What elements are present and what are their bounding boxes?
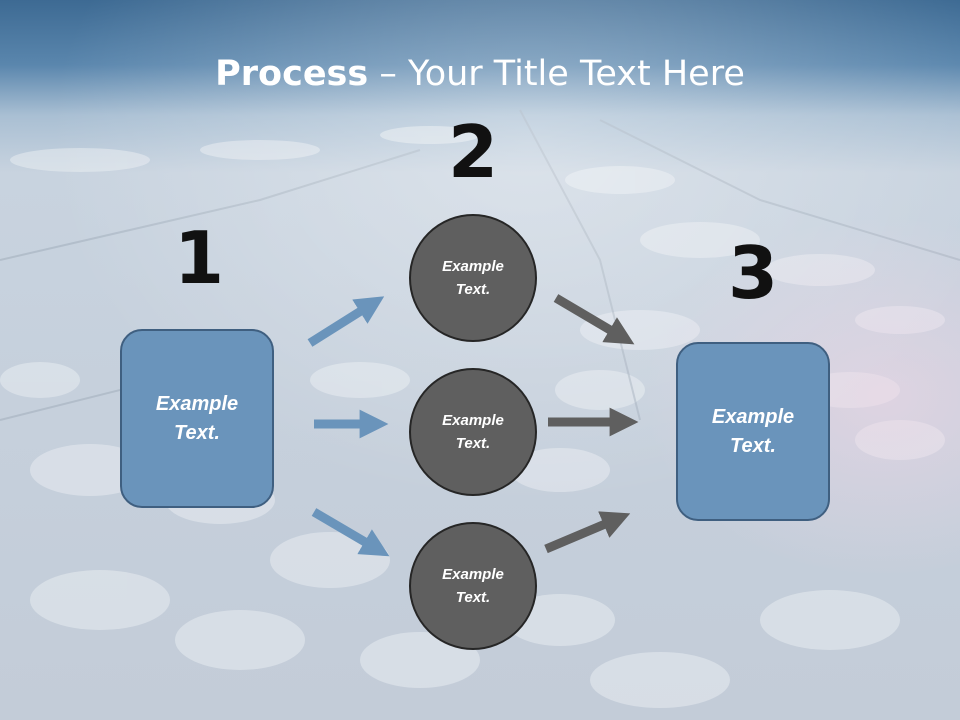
arrow-bottom-to-3 [544,511,631,554]
step-1-label: Example Text. [155,392,239,444]
arrow-1-to-bottom [311,508,390,557]
step-number-1: 1 [173,216,225,300]
step-2-bottom-label: Example Text. [442,566,504,606]
step-number-3: 3 [727,231,779,315]
page-title: Process – Your Title Text Here [0,52,960,96]
title-rest: – Your Title Text Here [368,54,745,94]
arrow-1-to-top [307,296,385,347]
step-3-label: Example Text. [711,405,795,457]
title-bold: Process [215,54,369,94]
step-2-top-label: Example Text. [442,258,504,298]
step-2-circle-bottom: Example Text. [409,522,537,650]
step-2-middle-label: Example Text. [442,412,504,452]
step-3-box: Example Text. [676,342,830,521]
arrow-top-to-3 [553,294,635,345]
step-2-circle-top: Example Text. [409,214,537,342]
step-2-circle-middle: Example Text. [409,368,537,496]
step-number-2: 2 [447,110,499,194]
step-1-box: Example Text. [120,329,274,508]
